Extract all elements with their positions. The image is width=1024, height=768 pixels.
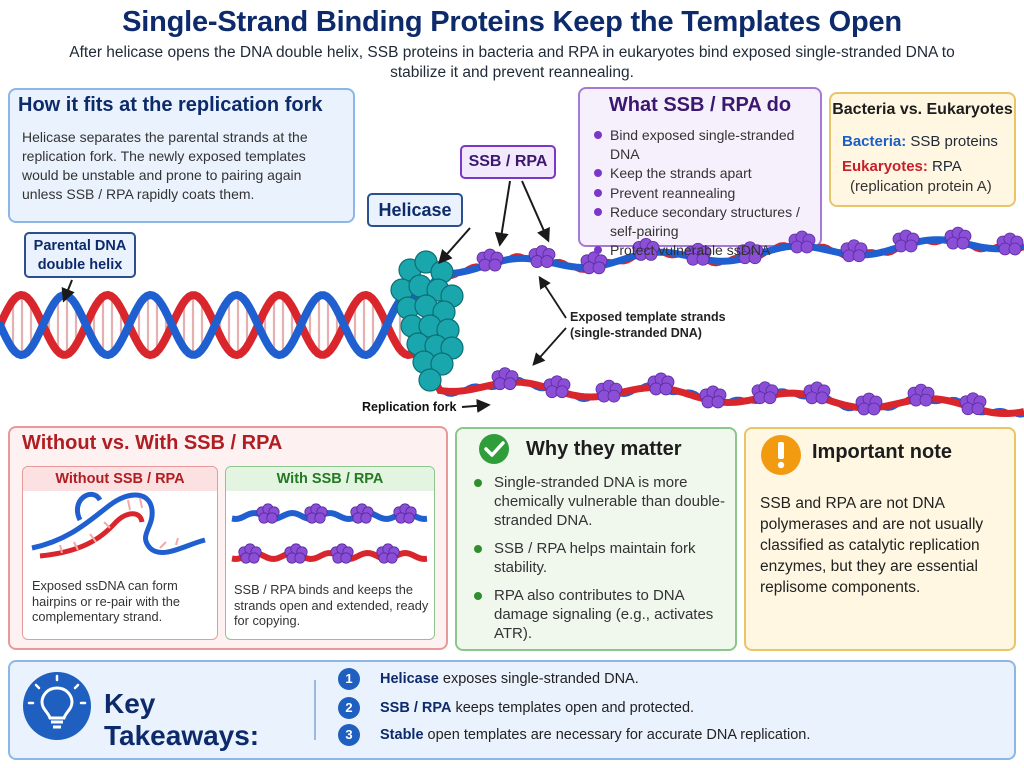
list-item: SSB / RPA helps maintain fork stability. [472,539,730,577]
ssb-protein [892,229,920,253]
ssb-protein [684,242,712,266]
ssb-arrow-left [494,180,511,247]
list-item: Keep the strands apart [594,164,819,183]
ssb-protein [632,238,660,261]
list-item: Reduce secondary structures / self-pairi… [594,203,819,240]
ssb-protein [350,503,374,524]
ssb-protein [393,503,417,524]
ssb-protein-beads [476,226,1024,416]
with-text: SSB / RPA binds and keeps the strands op… [234,582,429,628]
ssb-arrow-right [521,180,550,243]
ssb-protein [907,383,935,407]
ssb-protein [376,543,400,564]
note-heading: Important note [812,441,952,463]
ssb-protein [647,372,675,396]
ssb-protein [238,543,262,564]
fork-panel-heading: How it fits at the replication fork [18,94,323,116]
helicase-subunit [418,368,442,392]
bacteria-vs-eukaryotes-panel [829,92,1016,207]
exposed-arrow-up [538,275,567,319]
takeaway-number: 2 [338,697,360,719]
helix-strand-red [0,290,424,360]
ssb-protein [491,367,519,391]
ssb-protein [304,503,328,524]
fork-arrow [461,398,491,413]
without-heading: Without SSB / RPA [23,467,217,491]
why-heading: Why they matter [526,438,682,460]
ssb-protein [855,392,883,416]
helicase-arrow [438,227,471,265]
ssb-protein [788,230,816,254]
fork-info-panel [8,88,355,223]
helicase-subunit [430,352,454,376]
page-subtitle: After helicase opens the DNA double heli… [69,44,955,81]
exclamation-icon [761,435,801,475]
helicase-label: Helicase [367,193,463,227]
why-list: Single-stranded DNA is more chemically v… [472,473,730,652]
hairpin-drawing [31,492,206,559]
what-ssb-do-panel [578,87,822,247]
ssb-rpa-label: SSB / RPA [460,145,556,179]
takeaway-number: 1 [338,668,360,690]
list-item: Prevent reannealing [594,184,819,203]
parental-dna-label: Parental DNA double helix [24,232,136,278]
ssb-protein [840,239,868,263]
parental-arrow [61,279,75,303]
fork-panel-body: Helicase separates the parental strands … [22,129,308,202]
ssb-protein [959,392,987,416]
ssb-protein [256,503,280,524]
with-heading: With SSB / RPA [226,467,434,491]
ssb-protein [751,381,779,405]
exposed-arrow-down [532,327,567,366]
ssb-protein [736,241,764,265]
exposed-strands-label: Exposed template strands (single-strande… [570,310,726,340]
why-they-matter-panel [455,427,737,651]
ssb-protein [595,379,623,403]
compare-heading: Without vs. With SSB / RPA [22,432,283,454]
ssb-protein [699,385,727,409]
replication-fork-label: Replication fork [362,400,457,414]
without-text: Exposed ssDNA can form hairpins or re-pa… [32,578,180,624]
checkmark-icon [479,434,509,464]
list-item: Single-stranded DNA is more chemically v… [472,473,730,530]
takeaway-number: 3 [338,724,360,746]
rpa-fullname: (replication protein A) [850,178,992,195]
note-body: SSB and RPA are not DNA polymerases and … [760,495,984,596]
eukaryotes-row: Eukaryotes: RPA [842,158,962,175]
lightbulb-icon [23,672,91,740]
with-ssb-drawing [231,503,428,564]
ssb-protein [284,543,308,564]
ssb-protein [528,245,556,268]
ssb-protein [476,248,504,272]
ssb-protein [330,543,354,564]
ssb-protein [803,381,831,405]
what-panel-heading: What SSB / RPA do [608,94,792,116]
ssb-protein [944,226,972,250]
list-item: Protect vulnerable ssDNA [594,241,819,260]
bacteria-row: Bacteria: SSB proteins [842,133,998,150]
takeaways-heading: Key Takeaways: [104,688,260,751]
bve-heading: Bacteria vs. Eukaryotes [832,101,1013,118]
takeaway-row-2: 2 SSB / RPA keeps templates open and pro… [338,697,940,719]
ssb-protein [996,232,1024,256]
what-panel-list: Bind exposed single-stranded DNA Keep th… [594,126,819,261]
page-title: Single-Strand Binding Proteins Keep the … [122,6,902,38]
list-item: RPA also contributes to DNA damage signa… [472,586,730,643]
ssb-protein [543,375,571,399]
helicase-complex [390,250,464,392]
ssb-protein [580,251,608,275]
list-item: Bind exposed single-stranded DNA [594,126,819,163]
takeaway-row-3: 3 Stable open templates are necessary fo… [338,724,940,746]
key-takeaways-panel [8,660,1016,760]
takeaway-row-1: 1 Helicase exposes single-stranded DNA. [338,668,940,690]
